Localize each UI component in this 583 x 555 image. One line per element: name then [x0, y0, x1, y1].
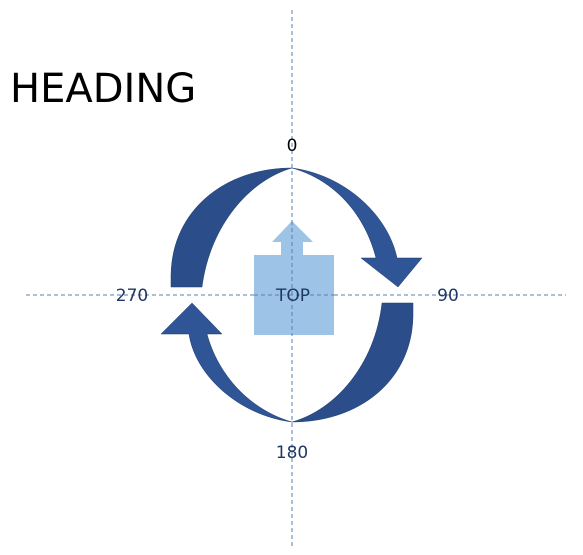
- up-arrow-body-icon: [254, 221, 334, 335]
- arrow-segment-top-right: [291, 167, 423, 288]
- arrow-segment-top-left: [170, 167, 293, 288]
- label-east: 90: [437, 286, 459, 306]
- rotation-arrows-icon: [160, 167, 423, 423]
- arrow-segment-bottom-left: [160, 302, 293, 423]
- arrow-segment-bottom-right: [291, 302, 414, 423]
- label-west: 270: [116, 286, 148, 306]
- label-north: 0: [287, 136, 298, 156]
- label-center: TOP: [275, 286, 310, 306]
- heading-title: HEADING: [10, 66, 196, 112]
- label-south: 180: [276, 443, 308, 463]
